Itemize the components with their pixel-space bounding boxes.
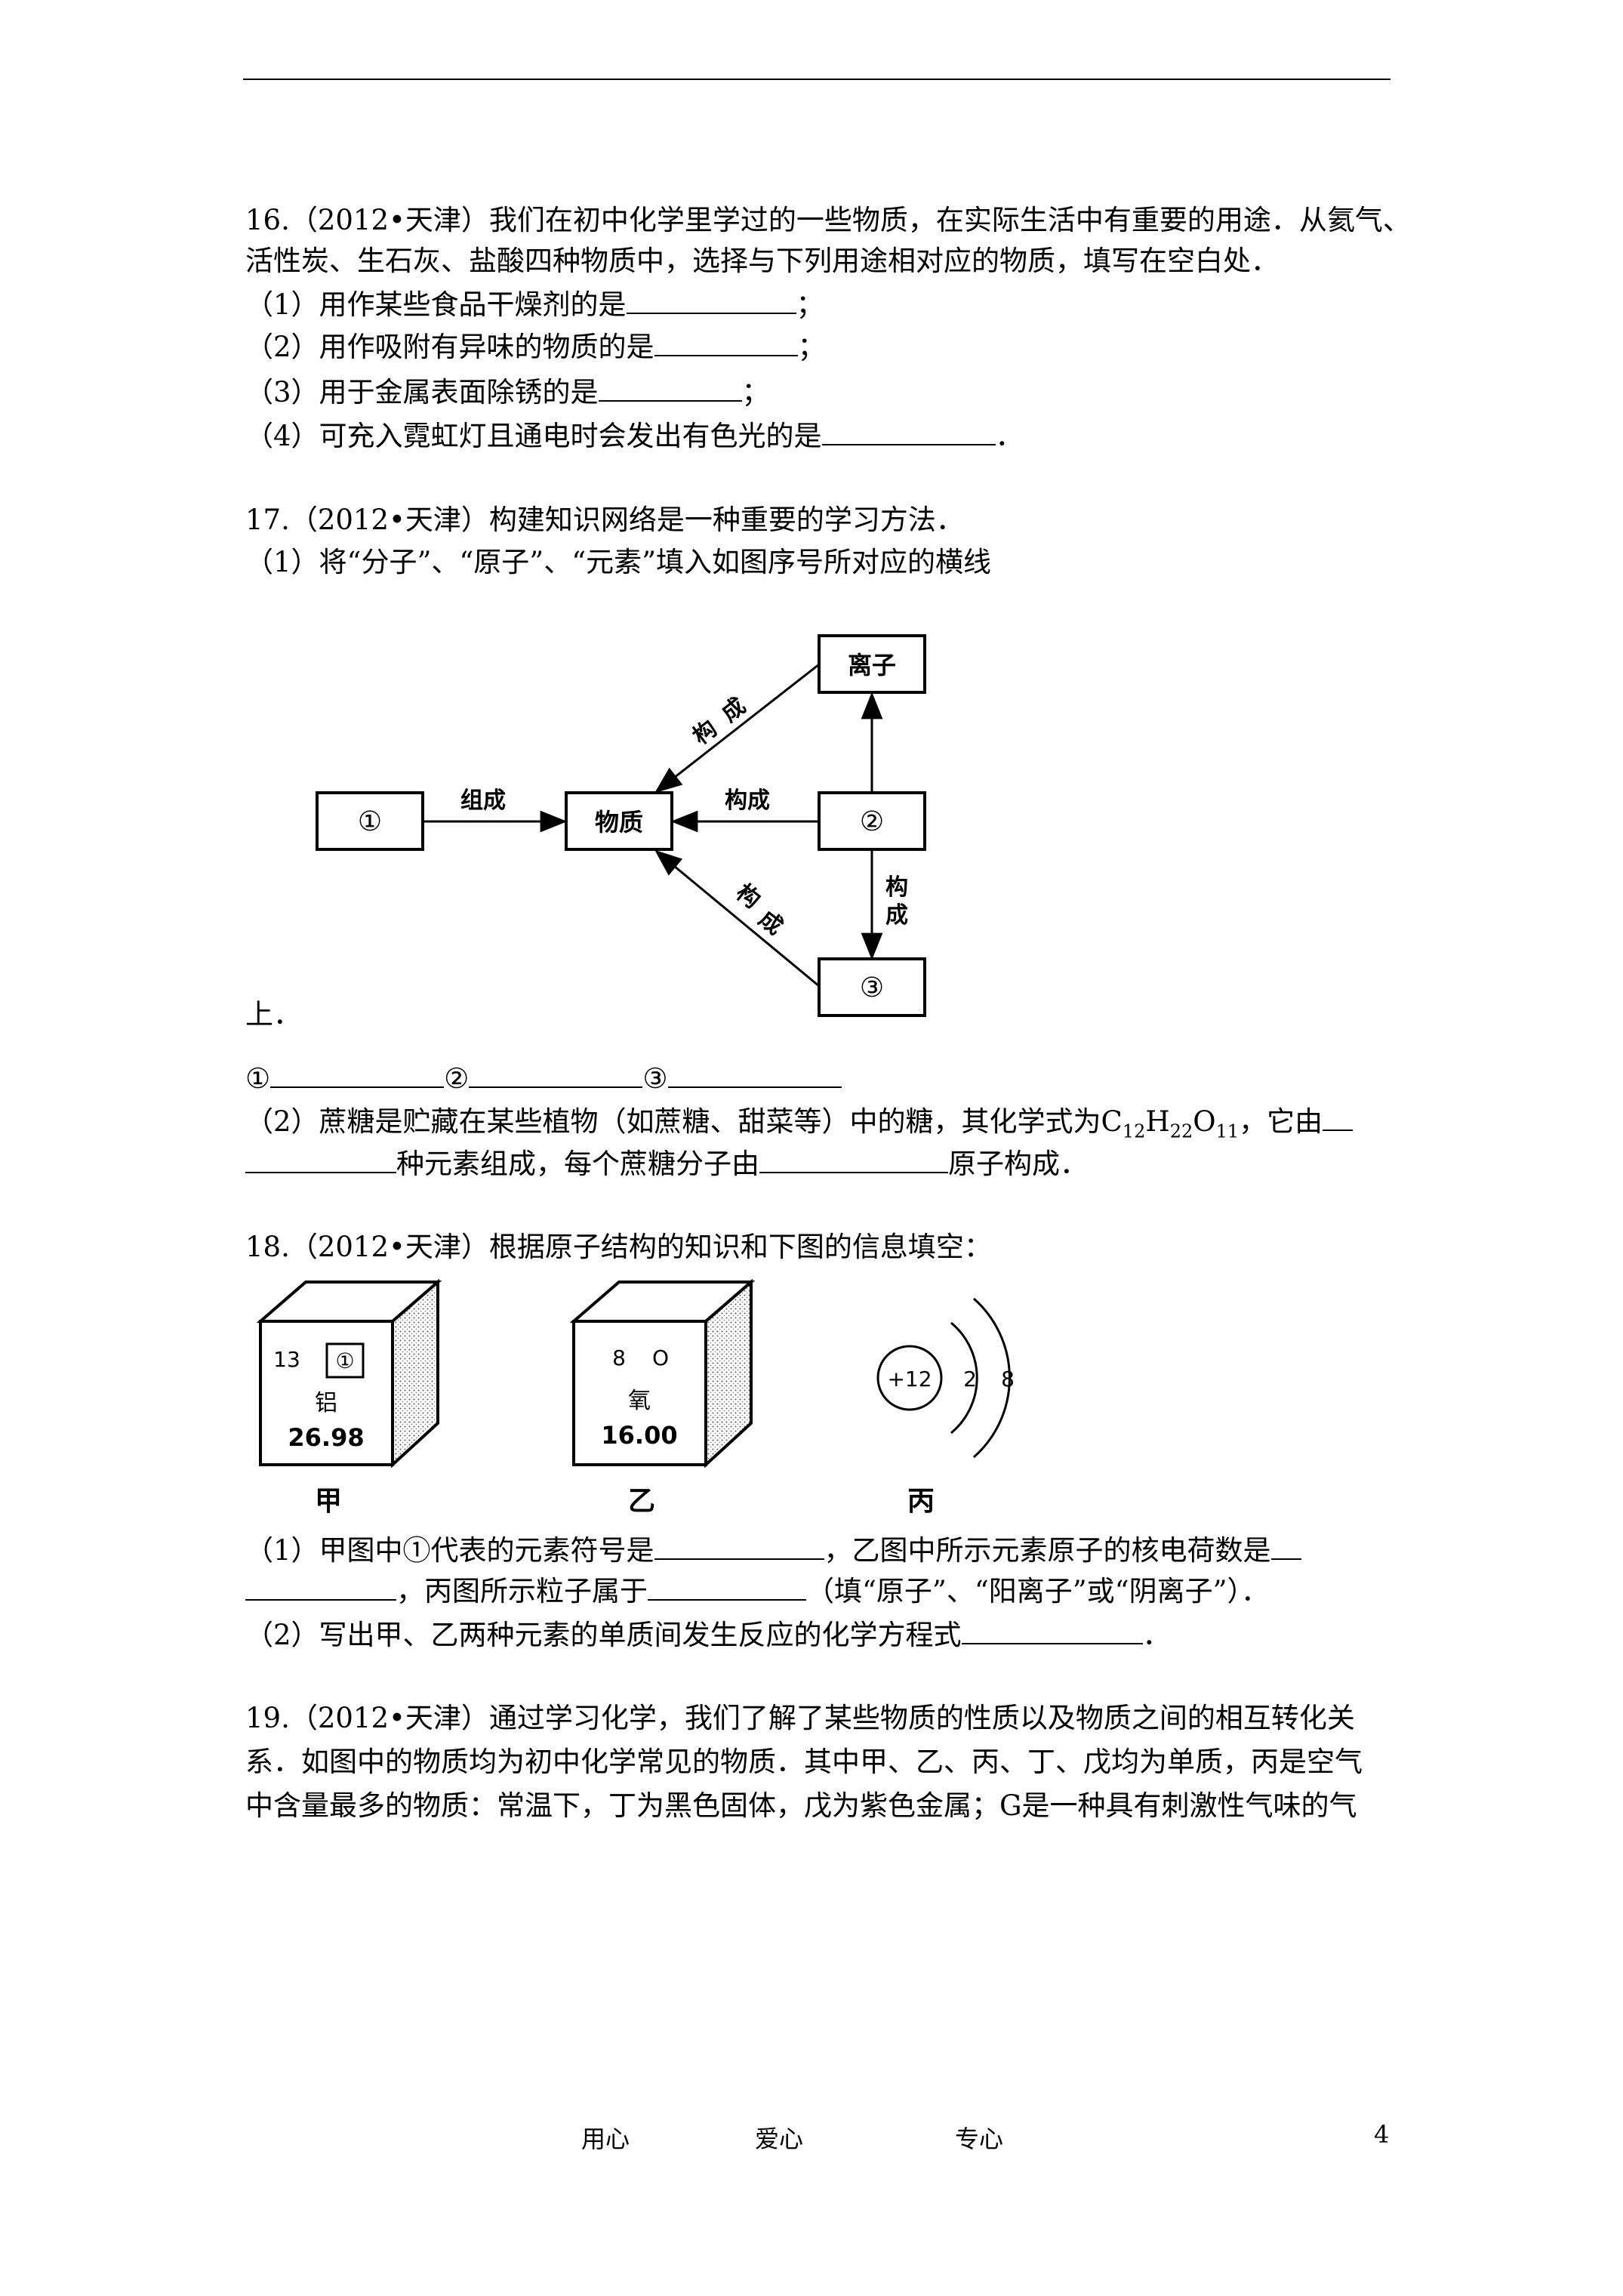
q16-item4-text: （4）可充入霓虹灯且通电时会发出有色光的是 [245,420,822,452]
q16-item1: （1）用作某些食品干燥剂的是 ； [245,287,824,323]
box-3-label: ③ [860,972,884,1003]
q16-item4-period: ． [995,420,1024,452]
q18-part1-text-c: ，丙图所示粒子属于 [396,1575,648,1607]
footer-item-aixin: 爱心 [755,2125,804,2153]
yi-atomic-mass: 16.00 [601,1421,677,1450]
q17-part2-blank1-cont[interactable] [245,1146,396,1173]
atomic-structure-figure: 13 ① 铝 26.98 甲 8 O 氧 16.00 乙 +12 2 8 丙 [256,1278,1015,1517]
q17-stem-line2: （1）将“分子”、“原子”、“元素”填入如图序号所对应的横线 [245,546,992,578]
q17-part2-blank1-start[interactable] [1323,1104,1354,1131]
q18-part2-blank[interactable] [961,1617,1143,1644]
q18-part1-blank1[interactable] [654,1533,824,1560]
arrow-ion-to-matter [654,663,820,794]
yi-symbol: O [652,1345,669,1370]
q16-blank3[interactable] [598,374,742,402]
jia-element-name: 铝 [315,1390,337,1416]
q18-part2-line: （2）写出甲、乙两种元素的单质间发生反应的化学方程式 ． [245,1617,1171,1653]
label-construct: 构成 [725,787,770,814]
cube-jia: 13 ① 铝 26.98 [256,1278,442,1469]
q17-blank1[interactable] [270,1061,445,1088]
jia-symbol-box[interactable] [325,1342,365,1379]
label-2to3-cheng: 成 [885,902,908,929]
q17-blank3[interactable] [667,1061,842,1088]
box-ion-label: 离子 [848,651,896,680]
q16-item3: （3）用于金属表面除锈的是 ； [245,374,770,411]
q17-blank1-label: ① [245,1062,271,1095]
q18-part1-blank3[interactable] [648,1573,806,1601]
q16-blank1[interactable] [626,287,796,314]
q17-blank3-label: ③ [642,1062,668,1095]
bing-nucleus: +12 [887,1367,932,1391]
q17-stem-line1: 17.（2012•天津）构建知识网络是一种重要的学习方法． [245,504,964,536]
q18-part1-line2: ，丙图所示粒子属于 （填“原子”、“阳离子”或“阴离子”）． [245,1573,1269,1610]
q16-item1-text: （1）用作某些食品干燥剂的是 [245,288,627,321]
q16-item2-text: （2）用作吸附有异味的物质的是 [245,331,654,363]
q16-blank2[interactable] [654,329,798,356]
q17-blank2[interactable] [469,1061,643,1088]
q17-part2-blank2[interactable] [759,1146,948,1173]
label-compose: 组成 [460,787,506,814]
bing-shell2: 8 [1001,1367,1015,1391]
q17-part2-line1: （2）蔗糖是贮藏在某些植物（如蔗糖、甜菜等）中的糖，其化学式为C12H22O11… [245,1104,1354,1149]
page-number: 4 [1374,2120,1390,2149]
yi-element-name: 氧 [628,1388,651,1414]
q18-stem: 18.（2012•天津）根据原子结构的知识和下图的信息填空： [245,1231,992,1263]
yi-caption: 乙 [628,1486,655,1517]
q18-part2-period: ． [1142,1619,1171,1651]
q16-stem-line2: 活性炭、生石灰、盐酸四种物质中，选择与下列用途相对应的物质，填写在空白处． [245,245,1279,277]
q17-blanks-line: ① ② ③ [245,1061,842,1097]
q17-stem-line3: 上． [245,998,301,1031]
footer-item-yongxin: 用心 [581,2125,630,2153]
box-1-label: ① [358,806,382,837]
q18-part1-text-d: （填“原子”、“阳离子”或“阴离子”）． [806,1575,1269,1607]
knowledge-network-diagram: ① 物质 ② 离子 ③ 组成 构成 构 成 构 成 构 成 [316,634,926,1017]
q18-part1-blank2-start[interactable] [1270,1533,1301,1560]
sucrose-formula: C12H22O11 [1101,1105,1240,1142]
jia-caption: 甲 [315,1486,342,1517]
q17-blank2-label: ② [444,1062,470,1095]
q19-stem-line3: 中含量最多的物质：常温下，丁为黑色固体，戊为紫色金属；G是一种具有刺激性气味的气 [245,1789,1357,1822]
label-2to3-gou: 构 [885,874,908,901]
yi-atomic-number: 8 [612,1345,626,1370]
q19-stem-line2: 系．如图中的物质均为初中化学常见的物质．其中甲、乙、丙、丁、戊均为单质，丙是空气 [245,1746,1363,1778]
q17-part2-text-a: （2）蔗糖是贮藏在某些植物（如蔗糖、甜菜等）中的糖，其化学式为 [245,1105,1101,1138]
jia-atomic-mass: 26.98 [288,1423,364,1452]
q17-part2-text-d: 原子构成． [948,1148,1088,1180]
q16-item3-text: （3）用于金属表面除锈的是 [245,376,599,408]
q19-stem-line1: 19.（2012•天津）通过学习化学，我们了解了某些物质的性质以及物质之间的相互… [245,1702,1355,1734]
bing-caption: 丙 [907,1486,935,1517]
q16-stem-line1: 16.（2012•天津）我们在初中化学里学过的一些物质，在实际生活中有重要的用途… [245,204,1411,236]
q16-item2-semicolon: ； [797,331,826,363]
q18-part2-text: （2）写出甲、乙两种元素的单质间发生反应的化学方程式 [245,1619,962,1651]
q16-item4: （4）可充入霓虹灯且通电时会发出有色光的是 ． [245,418,1024,455]
q16-item3-semicolon: ； [741,376,770,408]
jia-atomic-number: 13 [273,1347,300,1372]
q17-part2-text-b: ，它由 [1239,1105,1323,1138]
label-3-gou: 构 [731,879,765,914]
bing-shell1: 2 [963,1367,977,1391]
arrow-3-to-matter [654,849,820,988]
atom-bing: +12 2 8 [876,1297,1015,1459]
q17-part2-text-c: 种元素组成，每个蔗糖分子由 [396,1148,759,1180]
q18-part1-text-a: （1）甲图中①代表的元素符号是 [245,1534,654,1567]
box-matter-label: 物质 [595,808,643,837]
footer-item-zhuanxin: 专心 [955,2125,1004,2153]
q16-blank4[interactable] [821,418,996,445]
q18-part1-text-b: ，乙图中所示元素原子的核电荷数是 [824,1534,1271,1567]
q16-item2: （2）用作吸附有异味的物质的是 ； [245,329,826,365]
jia-symbol: ① [335,1348,354,1373]
q18-part1-blank2-cont[interactable] [245,1573,396,1601]
q18-part1-line1: （1）甲图中①代表的元素符号是 ，乙图中所示元素原子的核电荷数是 [245,1533,1301,1569]
header-rule [243,79,1390,80]
cube-yi: 8 O 氧 16.00 [569,1278,756,1469]
q17-part2-line2: 种元素组成，每个蔗糖分子由 原子构成． [245,1146,1088,1182]
q16-item1-semicolon: ； [796,288,824,321]
box-2-label: ② [860,806,884,837]
